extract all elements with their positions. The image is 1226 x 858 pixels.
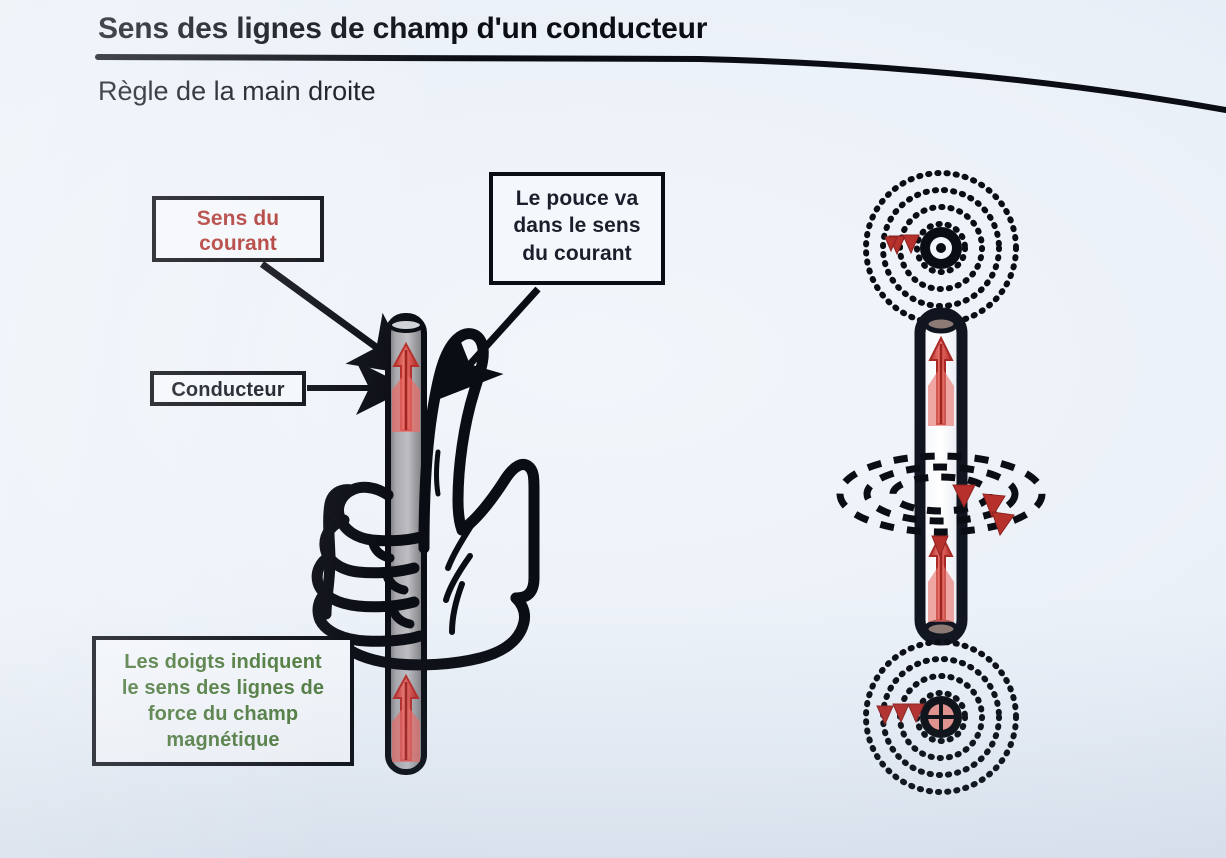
right-hand-illustration	[311, 328, 540, 671]
right-current-arrow-upper	[928, 335, 954, 426]
callout-line: Les doigts indiquent	[124, 651, 322, 673]
right-diagram-group	[836, 170, 1046, 795]
callout-line: magnétique	[166, 729, 280, 751]
callout-line: Conducteur	[171, 379, 285, 401]
callout-les-doigts: Les doigts indiquent le sens des lignes …	[92, 636, 354, 766]
callout-conducteur: Conducteur	[150, 371, 306, 406]
left-current-arrow-lower	[392, 673, 420, 762]
symbol-current-into-page	[920, 696, 962, 738]
callout-line: Le pouce va	[515, 187, 639, 210]
callout-line: dans le sens	[513, 214, 641, 238]
callout-sens-du-courant: Sens du courant	[152, 196, 324, 262]
callout-line: le sens des lignes de	[121, 677, 325, 699]
left-diagram-group	[259, 261, 541, 775]
field-direction-arrows-middle	[931, 484, 1015, 558]
field-direction-arrows-bottom	[876, 703, 925, 726]
callout-line: Sens du	[196, 207, 280, 230]
arrow-sens-du-courant	[259, 261, 415, 376]
callout-line: force du champ	[147, 703, 299, 725]
left-current-arrow-upper	[392, 341, 420, 432]
callout-line: du courant	[522, 241, 632, 265]
symbol-current-out-of-page	[920, 227, 962, 269]
arrow-le-pouce	[437, 286, 541, 400]
callout-le-pouce: Le pouce va dans le sens du courant	[489, 172, 665, 285]
callout-line: courant	[199, 231, 277, 255]
field-loops-middle	[836, 452, 1046, 536]
page-title: Sens des lignes de champ d'un conducteur	[98, 12, 708, 45]
title-underline	[95, 54, 1226, 113]
field-direction-arrows-top	[884, 234, 920, 256]
page-subtitle: Règle de la main droite	[98, 76, 376, 106]
